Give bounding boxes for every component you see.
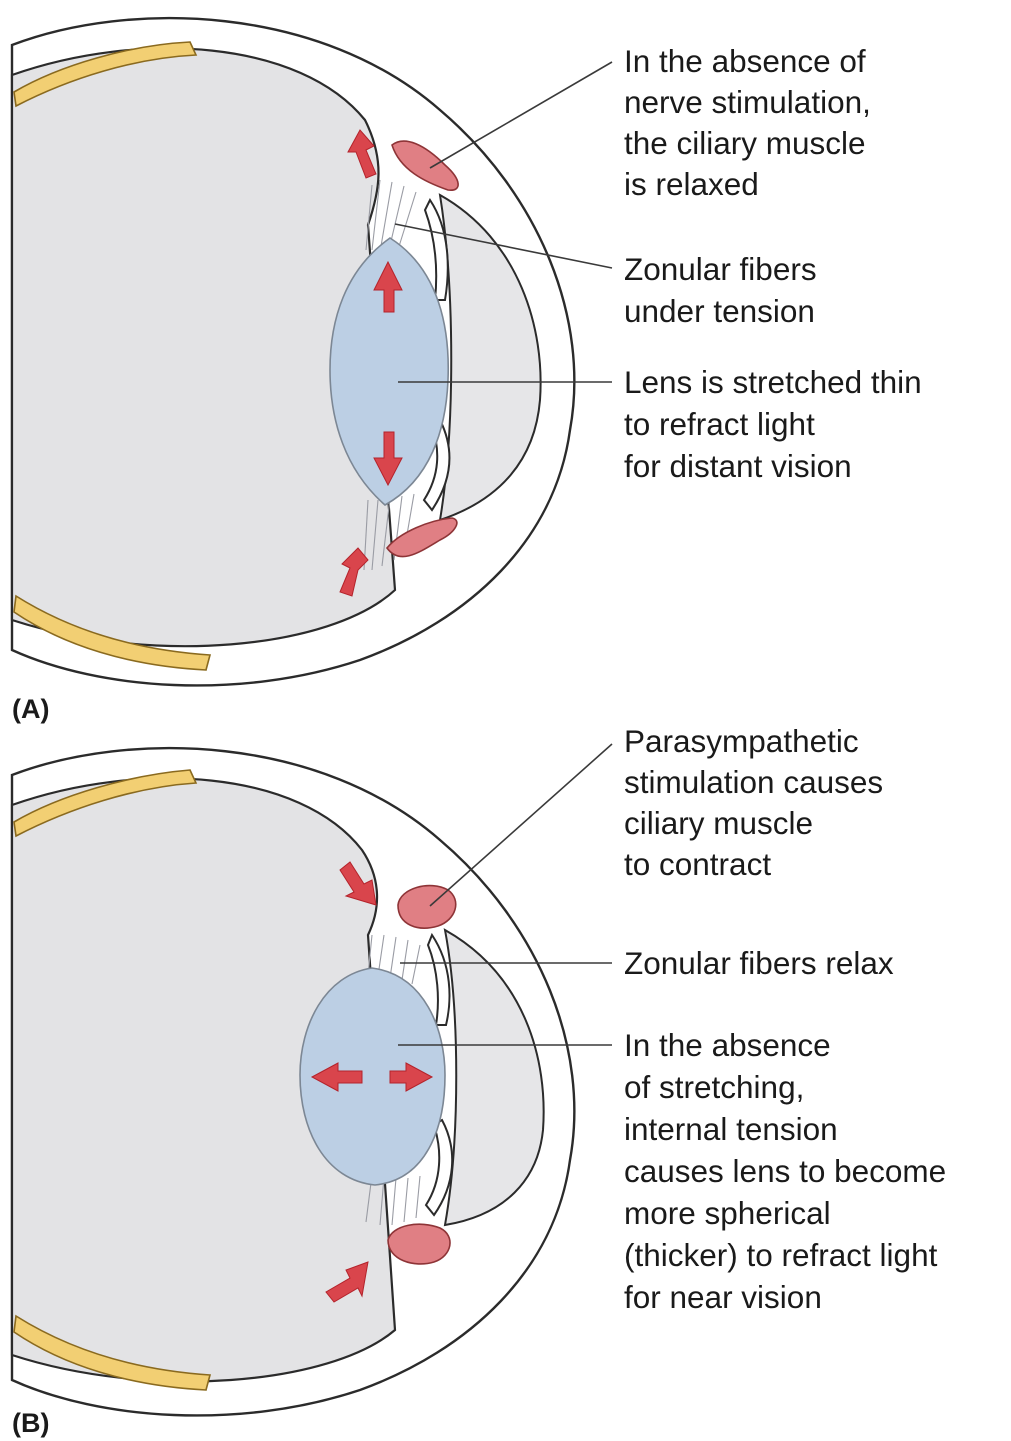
callout-line: to contract bbox=[624, 846, 771, 882]
callout-line: under tension bbox=[624, 293, 815, 329]
callout-b-zonular-relax: Zonular fibers relax bbox=[624, 945, 894, 981]
panel-a-label: (A) bbox=[12, 694, 49, 724]
panel-b: (B) Parasympathetic stimulation causes c… bbox=[12, 723, 955, 1438]
callout-a-ciliary-relaxed: In the absence of nerve stimulation, the… bbox=[624, 43, 880, 202]
ciliary-muscle bbox=[388, 1224, 450, 1264]
callout-line: to refract light bbox=[624, 406, 815, 442]
callout-line: (thicker) to refract light bbox=[624, 1237, 938, 1273]
ciliary-muscle bbox=[398, 886, 456, 928]
callout-a-zonular-tension: Zonular fibers under tension bbox=[624, 251, 825, 329]
callout-line: Zonular fibers relax bbox=[624, 945, 894, 981]
callout-line: In the absence of bbox=[624, 43, 866, 79]
callout-b-lens-spherical: In the absence of stretching, internal t… bbox=[624, 1027, 955, 1315]
callout-line: for near vision bbox=[624, 1279, 822, 1315]
callout-a-lens-thin: Lens is stretched thin to refract light … bbox=[624, 364, 930, 484]
callout-line: nerve stimulation, bbox=[624, 84, 871, 120]
callout-line: ciliary muscle bbox=[624, 805, 813, 841]
callout-b-parasympathetic: Parasympathetic stimulation causes cilia… bbox=[624, 723, 892, 882]
callout-line: is relaxed bbox=[624, 166, 759, 202]
callout-line: Lens is stretched thin bbox=[624, 364, 922, 400]
callout-line: more spherical bbox=[624, 1195, 831, 1231]
callout-line: stimulation causes bbox=[624, 764, 883, 800]
callout-line: Zonular fibers bbox=[624, 251, 817, 287]
callout-line: internal tension bbox=[624, 1111, 838, 1147]
callout-line: In the absence bbox=[624, 1027, 831, 1063]
callout-line: of stretching, bbox=[624, 1069, 804, 1105]
panel-b-label: (B) bbox=[12, 1408, 49, 1438]
panel-a: (A) In the absence of nerve stimulation,… bbox=[12, 18, 930, 724]
callout-line: the ciliary muscle bbox=[624, 125, 866, 161]
callout-line: Parasympathetic bbox=[624, 723, 859, 759]
callout-line: causes lens to become bbox=[624, 1153, 946, 1189]
callout-line: for distant vision bbox=[624, 448, 852, 484]
